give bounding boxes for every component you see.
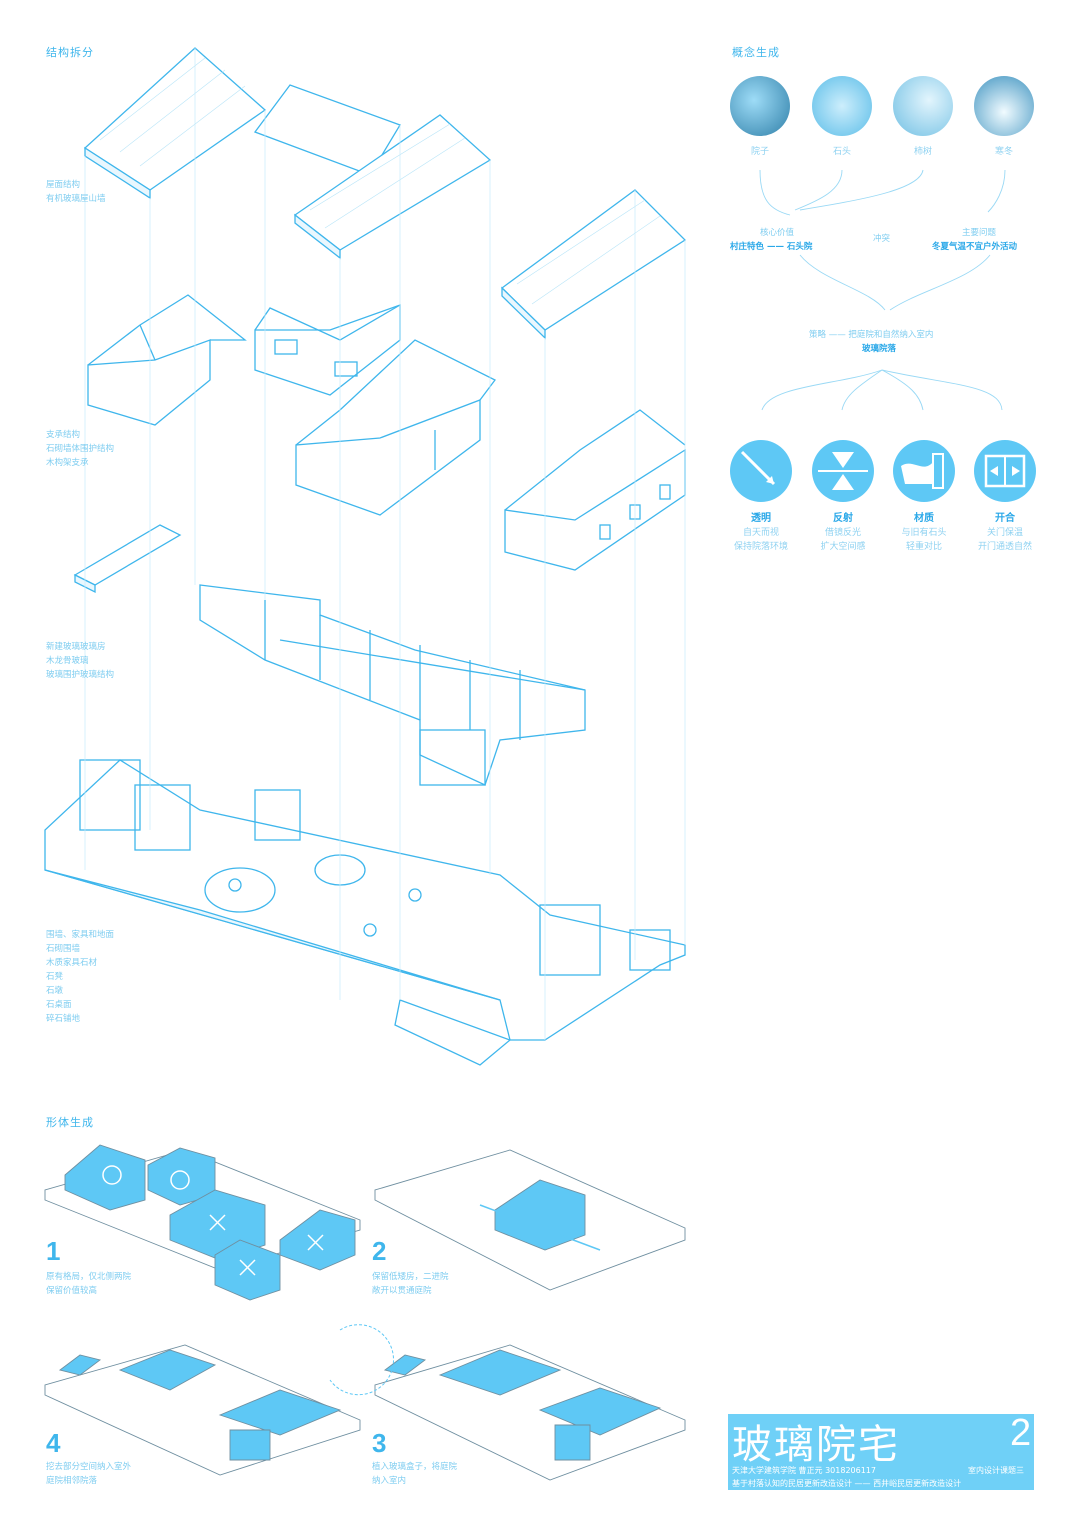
step-3-text: 植入玻璃盒子，将庭院纳入室内 xyxy=(372,1462,458,1486)
cycle-arrow xyxy=(329,1324,394,1396)
concept-image-persimmon xyxy=(893,76,953,136)
label-walls-furniture: 围墙、家具和地面 石砌围墙 木质家具石材 石凳 石墩 石桌面 碎石铺地 xyxy=(46,930,115,1024)
step-2-number: 2 xyxy=(372,1236,387,1266)
page-title: 玻璃院宅 xyxy=(732,1422,900,1468)
core-value-text: 村庄特色 —— 石头院 xyxy=(730,242,813,252)
concept-section-title: 概念生成 xyxy=(732,46,780,59)
ground-plan xyxy=(44,759,686,1066)
structure-section-title: 结构拆分 xyxy=(46,46,94,59)
strategy-line: 策略 —— 把庭院和自然纳入室内 xyxy=(809,330,934,340)
icon-text-reflect: 反射 借镜反光 扩大空间感 xyxy=(820,513,866,552)
form-step-4 xyxy=(44,1344,361,1476)
open-close-icon xyxy=(974,440,1036,502)
author-info: 天津大学建筑学院 曹正元 3018206117 xyxy=(732,1466,876,1475)
step-2-text: 保留低矮房，二进院敞开以贯通庭院 xyxy=(372,1272,449,1296)
conflict-label: 冲突 xyxy=(873,234,891,244)
step-1-number: 1 xyxy=(46,1236,61,1266)
concept-label-courtyard: 院子 xyxy=(750,147,769,157)
core-value-label: 核心价值 xyxy=(760,228,795,238)
step-4-number: 4 xyxy=(46,1428,61,1458)
title-band xyxy=(728,1414,1034,1464)
step-1-text: 原有格局，仅北侧两院保留价值较高 xyxy=(46,1272,132,1296)
problem-text: 冬夏气温不宜户外活动 xyxy=(932,242,1018,252)
form-step-1 xyxy=(44,1144,361,1301)
label-glass-house: 新建玻璃玻璃房 木龙骨玻璃 玻璃围护玻璃结构 xyxy=(46,642,115,680)
exploded-axonometric-drawing xyxy=(44,47,687,1066)
concept-image-stone xyxy=(812,76,872,136)
concept-flow-lines xyxy=(759,169,1006,411)
form-section-title: 形体生成 xyxy=(46,1116,94,1129)
form-step-3 xyxy=(374,1344,686,1481)
icon-text-transparent: 透明 自天而视 保持院落环境 xyxy=(733,513,788,552)
icon-text-material: 材质 与旧有石头 轻重对比 xyxy=(901,513,947,552)
info-band-1 xyxy=(728,1464,1034,1478)
strategy-text: 玻璃院落 xyxy=(862,344,897,354)
label-support-structure: 支承结构 石砌墙体围护结构 木构架支承 xyxy=(46,430,115,468)
info-band-2 xyxy=(728,1478,1034,1490)
roof-4 xyxy=(500,189,687,340)
course-info: 室内设计课题三 xyxy=(968,1466,1024,1475)
reflect-icon xyxy=(812,440,874,502)
step-4-text: 挖去部分空间纳入室外庭院相邻院落 xyxy=(46,1462,132,1486)
support-building-2 xyxy=(254,304,401,396)
icon-text-open-close: 开合 关门保温 开门通透自然 xyxy=(977,513,1032,552)
concept-image-courtyard xyxy=(730,76,790,136)
support-building-4 xyxy=(504,409,686,571)
concept-label-stone: 石头 xyxy=(832,147,851,157)
page-number: 2 xyxy=(1010,1412,1032,1454)
roof-1 xyxy=(83,47,267,200)
concept-label-winter: 寒冬 xyxy=(994,147,1013,157)
problem-label: 主要问题 xyxy=(962,228,997,238)
support-building-1 xyxy=(87,294,247,426)
concept-image-winter xyxy=(974,76,1034,136)
glass-frame xyxy=(199,584,586,786)
transparent-icon xyxy=(730,440,792,502)
form-step-2 xyxy=(374,1149,686,1291)
subtitle: 基于村落认知的民居更新改造设计 —— 西井峪民居更新改造设计 xyxy=(732,1479,962,1488)
label-roof-structure: 屋面结构 有机玻璃屋山墙 xyxy=(46,180,106,204)
step-3-number: 3 xyxy=(372,1428,387,1458)
concept-label-persimmon: 柿树 xyxy=(913,147,932,157)
canopy xyxy=(73,524,182,594)
material-icon xyxy=(893,440,955,502)
form-generation-diagrams xyxy=(44,1144,686,1481)
